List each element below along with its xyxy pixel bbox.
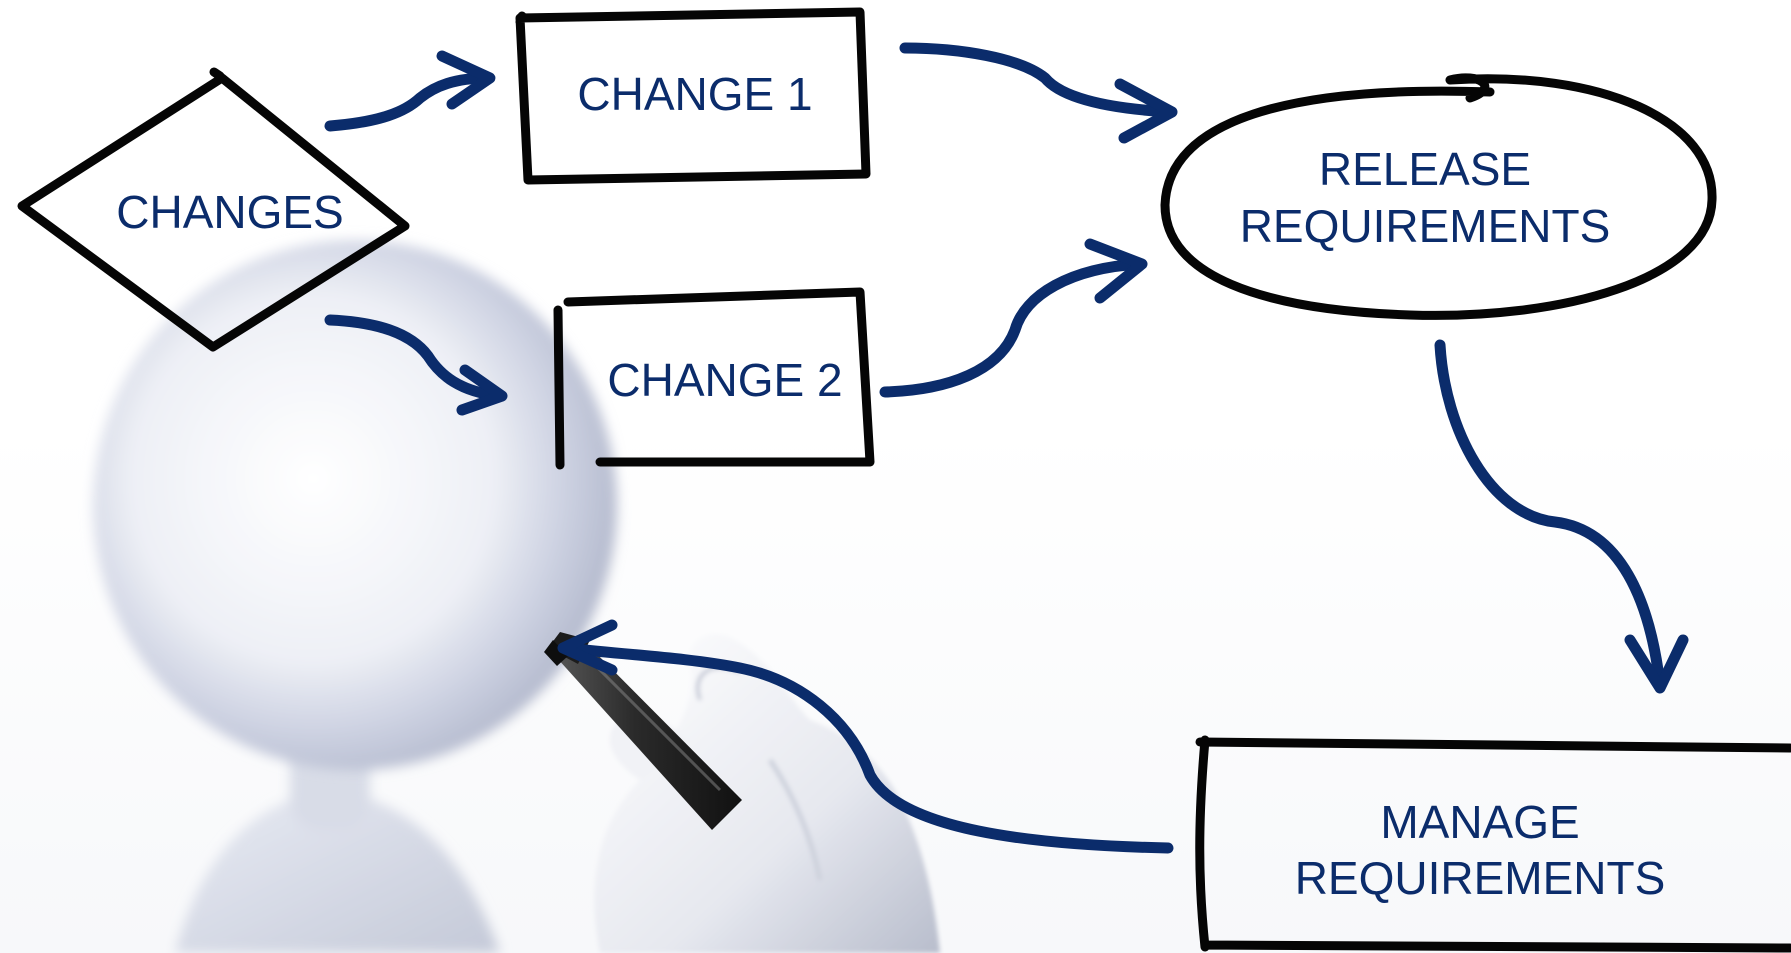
- arrow-change-1-to-release: [899, 42, 1178, 144]
- node-change-2: CHANGE 2: [553, 287, 875, 470]
- manage-label-line2: REQUIREMENTS: [1295, 852, 1666, 904]
- arrow-change-2-to-release: [879, 238, 1148, 398]
- changes-label: CHANGES: [116, 186, 343, 238]
- change-2-label: CHANGE 2: [607, 354, 842, 406]
- release-ellipse: [1160, 73, 1717, 320]
- arrow-changes-to-change-2: [324, 314, 508, 416]
- release-label-line2: REQUIREMENTS: [1240, 200, 1611, 252]
- change-2-box: [553, 287, 875, 470]
- manage-label-line1: MANAGE: [1380, 796, 1579, 848]
- arrow-manage-to-marker: [557, 619, 1174, 854]
- arrow-release-to-manage: [1434, 339, 1689, 694]
- node-changes: CHANGES: [17, 67, 410, 352]
- release-label-line1: RELEASE: [1319, 143, 1531, 195]
- change-1-box: [515, 7, 871, 185]
- node-change-1: CHANGE 1: [515, 7, 871, 185]
- node-release-requirements: RELEASE REQUIREMENTS: [1160, 73, 1717, 320]
- node-manage-requirements: MANAGE REQUIREMENTS: [1195, 735, 1791, 953]
- manage-box: [1195, 735, 1791, 953]
- figure-head: [93, 240, 617, 770]
- arrow-changes-to-change-1: [324, 50, 496, 132]
- changes-diamond: [17, 67, 410, 352]
- change-1-label: CHANGE 1: [577, 68, 812, 120]
- figure-illustration: [93, 240, 940, 953]
